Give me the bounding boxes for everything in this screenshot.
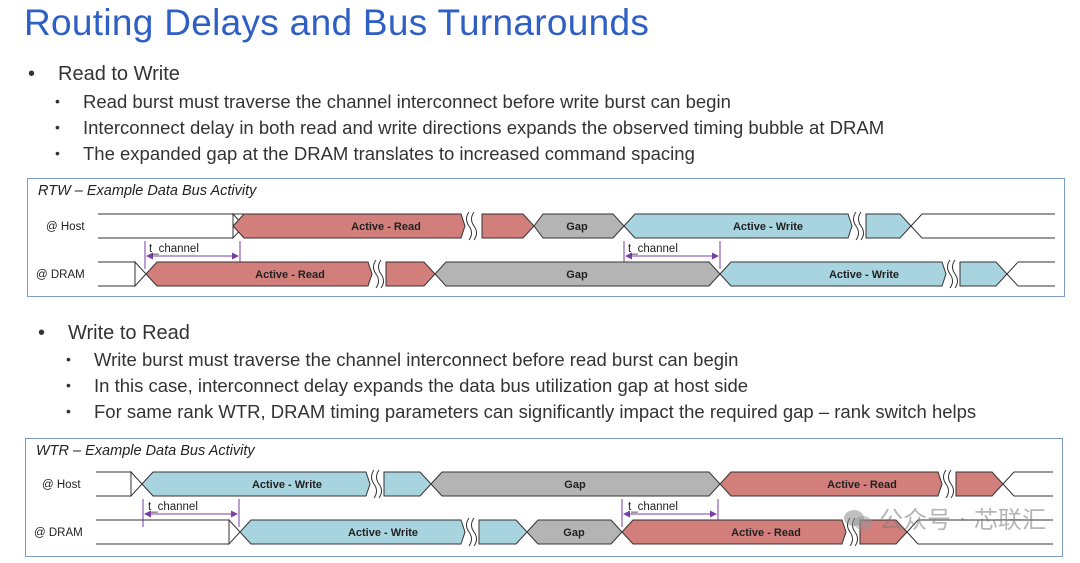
rtw-dram-transition (134, 260, 147, 288)
rtw-host-break-1 (466, 211, 472, 241)
wtr-tch2-label: t_channel (628, 501, 678, 513)
rtw-tch2-label: t_channel (628, 243, 678, 255)
rtw-host-read-tail (481, 213, 535, 239)
rtw-diagram-caption: RTW – Example Data Bus Activity (38, 183, 257, 199)
rtw-host-read-label: Active - Read (351, 221, 421, 233)
wtr-dram-write-label: Active - Write (348, 527, 418, 539)
wtr-tch1-label: t_channel (148, 501, 198, 513)
wtr-dram-end-edge-bottom (906, 531, 919, 545)
wtr-dram-gap-label: Gap (563, 527, 585, 539)
wtr-dram-break-1b (471, 517, 477, 547)
section-heading-rtw: •Read to Write (28, 63, 180, 85)
rtw-dram-write-segment (719, 261, 947, 287)
rtw-dram-label: @ DRAM (36, 269, 85, 281)
rtw-dram-break-1b (378, 259, 384, 289)
bullet-rtw-2: •Interconnect delay in both read and wri… (55, 117, 885, 138)
wtr-host-break-2 (943, 469, 949, 499)
wtr-host-break-1b (376, 469, 382, 499)
wtr-dram-read-tail (859, 519, 908, 545)
wtr-host-end-edge-bottom (1002, 483, 1015, 497)
bullet-wtr-3: •For same rank WTR, DRAM timing paramete… (66, 401, 977, 422)
rtw-dram-read-tail (385, 261, 436, 287)
wtr-host-write-label: Active - Write (252, 479, 322, 491)
rtw-dram-end-edge-top (1006, 261, 1019, 275)
bullet-wtr-2: •In this case, interconnect delay expand… (66, 375, 749, 396)
wtr-dram-read-label: Active - Read (731, 527, 801, 539)
rtw-host-break-1b (471, 211, 477, 241)
page-title: Routing Delays and Bus Turnarounds (24, 2, 650, 43)
wtr-host-transition (130, 470, 143, 498)
rtw-dram-read-segment (145, 261, 373, 287)
rtw-dram-write-label: Active - Write (829, 269, 899, 281)
wtr-host-read-segment (719, 471, 943, 497)
rtw-host-write-tail (865, 213, 912, 239)
rtw-host-end-edge-bottom (910, 225, 923, 239)
wtr-dram-transition (228, 518, 241, 546)
rtw-dram-gap-label: Gap (566, 269, 588, 281)
wtr-host-read-label: Active - Read (827, 479, 897, 491)
bullet-rtw-1: •Read burst must traverse the channel in… (55, 91, 731, 112)
rtw-host-read-segment (232, 213, 466, 239)
wtr-host-break-1 (371, 469, 377, 499)
wtr-host-write-segment (141, 471, 371, 497)
rtw-diagram: RTW – Example Data Bus Activity @ Host A… (27, 178, 1065, 297)
bullet-rtw-3: •The expanded gap at the DRAM translates… (55, 143, 695, 164)
rtw-dram-read-label: Active - Read (255, 269, 325, 281)
rtw-host-end-edge-top (910, 213, 923, 227)
rtw-host-gap-label: Gap (566, 221, 588, 233)
rtw-host-break-2b (858, 211, 864, 241)
rtw-dram-write-tail (959, 261, 1008, 287)
wechat-icon (844, 510, 873, 530)
section-heading-wtr: •Write to Read (38, 322, 190, 344)
rtw-host-write-label: Active - Write (733, 221, 803, 233)
wtr-diagram: WTR – Example Data Bus Activity @ Host A… (25, 438, 1063, 557)
bullet-wtr-1: •Write burst must traverse the channel i… (66, 349, 739, 370)
wtr-host-read-tail (955, 471, 1004, 497)
wtr-host-gap-label: Gap (564, 479, 586, 491)
wtr-host-end-edge-top (1002, 471, 1015, 485)
wtr-dram-label: @ DRAM (34, 527, 83, 539)
wtr-dram-write-tail (478, 519, 528, 545)
rtw-host-label: @ Host (46, 221, 85, 233)
wtr-dram-break-1 (466, 517, 472, 547)
rtw-tch1-label: t_channel (149, 243, 199, 255)
wtr-host-break-2b (948, 469, 954, 499)
wtr-host-write-tail (383, 471, 432, 497)
rtw-dram-break-1 (373, 259, 379, 289)
wtr-dram-write-segment (239, 519, 466, 545)
rtw-host-write-segment (623, 213, 853, 239)
rtw-dram-break-2 (947, 259, 953, 289)
wtr-dram-end-edge-top (906, 519, 919, 533)
rtw-timing-svg: @ Host Active - Read Gap Active - Write … (36, 211, 1055, 289)
wtr-host-label: @ Host (42, 479, 81, 491)
wtr-timing-svg: @ Host Active - Write Gap Active - Read … (34, 469, 1053, 547)
wtr-diagram-caption: WTR – Example Data Bus Activity (36, 443, 255, 459)
rtw-host-break-2 (853, 211, 859, 241)
rtw-dram-break-2b (952, 259, 958, 289)
rtw-dram-end-edge-bottom (1006, 273, 1019, 287)
wtr-dram-read-segment (621, 519, 847, 545)
watermark: 公众号 · 芯联汇 (843, 500, 1046, 535)
